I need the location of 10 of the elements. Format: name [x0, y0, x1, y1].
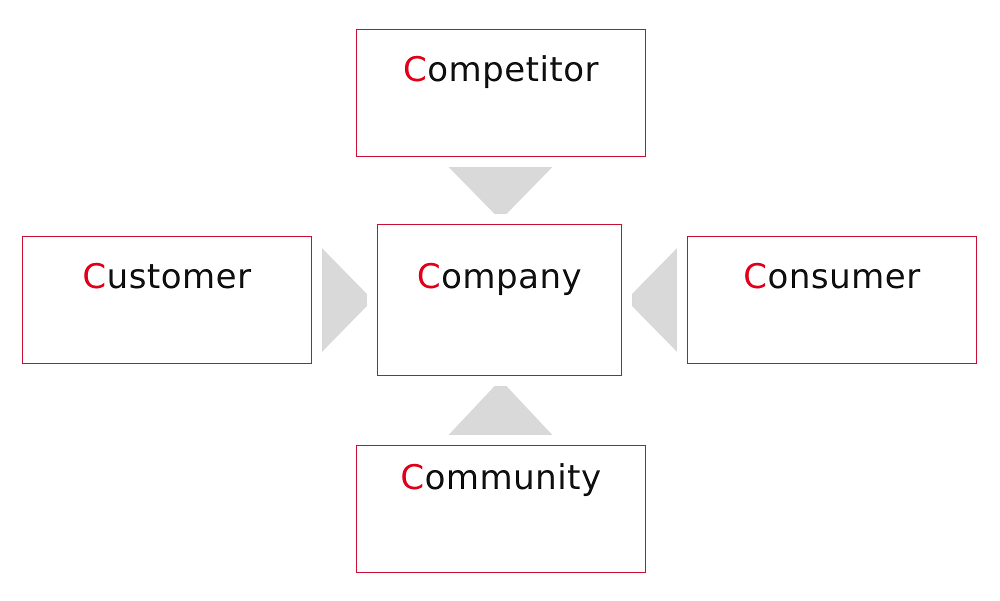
concept-box: [356, 29, 646, 157]
concept-box: [687, 236, 977, 364]
concept-box: [356, 445, 646, 573]
box-label: Competitor: [402, 50, 600, 90]
concept-box: [377, 224, 622, 376]
box-label: Customer: [82, 257, 252, 297]
box-label: Company: [416, 257, 582, 297]
box-label: Community: [400, 458, 602, 498]
box-label: Consumer: [743, 257, 921, 297]
concept-box: [22, 236, 312, 364]
